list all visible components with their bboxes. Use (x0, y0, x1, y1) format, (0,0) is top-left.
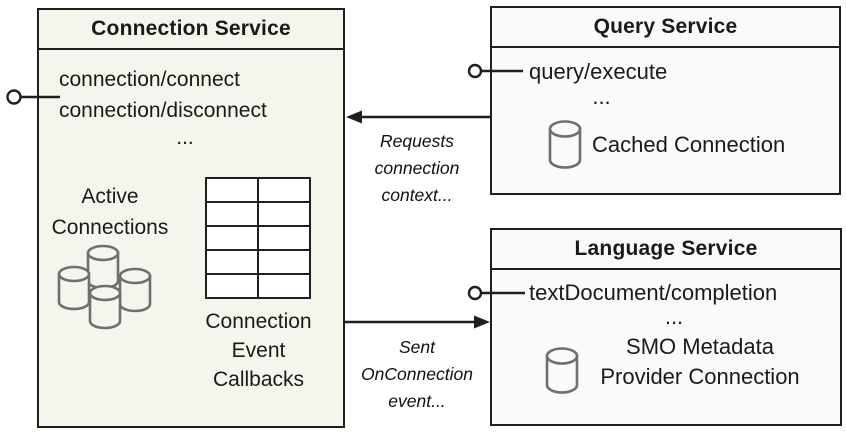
table-cell (207, 251, 257, 273)
smo-metadata-provider-connection-label: SMO Metadata Provider Connection (600, 334, 800, 389)
connection-service-methods: connection/connect connection/disconnect… (59, 64, 311, 150)
language-service-title: Language Service (492, 230, 840, 270)
active-connections-label: Active Connections (51, 185, 169, 239)
connection-event-callbacks-label: Connection Event Callbacks (205, 310, 312, 391)
active-connections-cluster-icon (57, 244, 152, 330)
table-cell (207, 203, 257, 225)
table-cell (259, 275, 309, 297)
method-query-execute: query/execute (529, 59, 668, 84)
table-cell (259, 179, 309, 201)
cached-connection-label: Cached Connection (592, 132, 786, 157)
table-cell (259, 203, 309, 225)
method-disconnect: connection/disconnect (59, 99, 267, 122)
sent-onconnection-event-label: Sent OnConnection event... (361, 337, 473, 411)
connection-service-title: Connection Service (39, 10, 343, 50)
method-connect: connection/connect (59, 68, 240, 91)
table-cell (207, 227, 257, 249)
query-methods-ellipsis: ... (592, 84, 611, 109)
requests-connection-context-arrow (346, 110, 490, 124)
table-cell (207, 275, 257, 297)
methods-ellipsis: ... (176, 126, 194, 149)
table-cell (259, 227, 309, 249)
sent-onconnection-event-arrow (345, 315, 490, 329)
table-cell (207, 179, 257, 201)
method-textdocument-completion: textDocument/completion (529, 280, 778, 305)
callback-table (205, 177, 311, 299)
database-cylinder-icon (548, 120, 582, 169)
query-service-box: Query Service (490, 6, 841, 195)
query-service-title: Query Service (492, 8, 839, 48)
language-methods-ellipsis: ... (664, 304, 684, 329)
language-service-box: Language Service (490, 228, 842, 426)
requests-connection-context-label: Requests connection context... (374, 131, 460, 205)
table-cell (259, 251, 309, 273)
database-cylinder-icon (545, 347, 579, 394)
